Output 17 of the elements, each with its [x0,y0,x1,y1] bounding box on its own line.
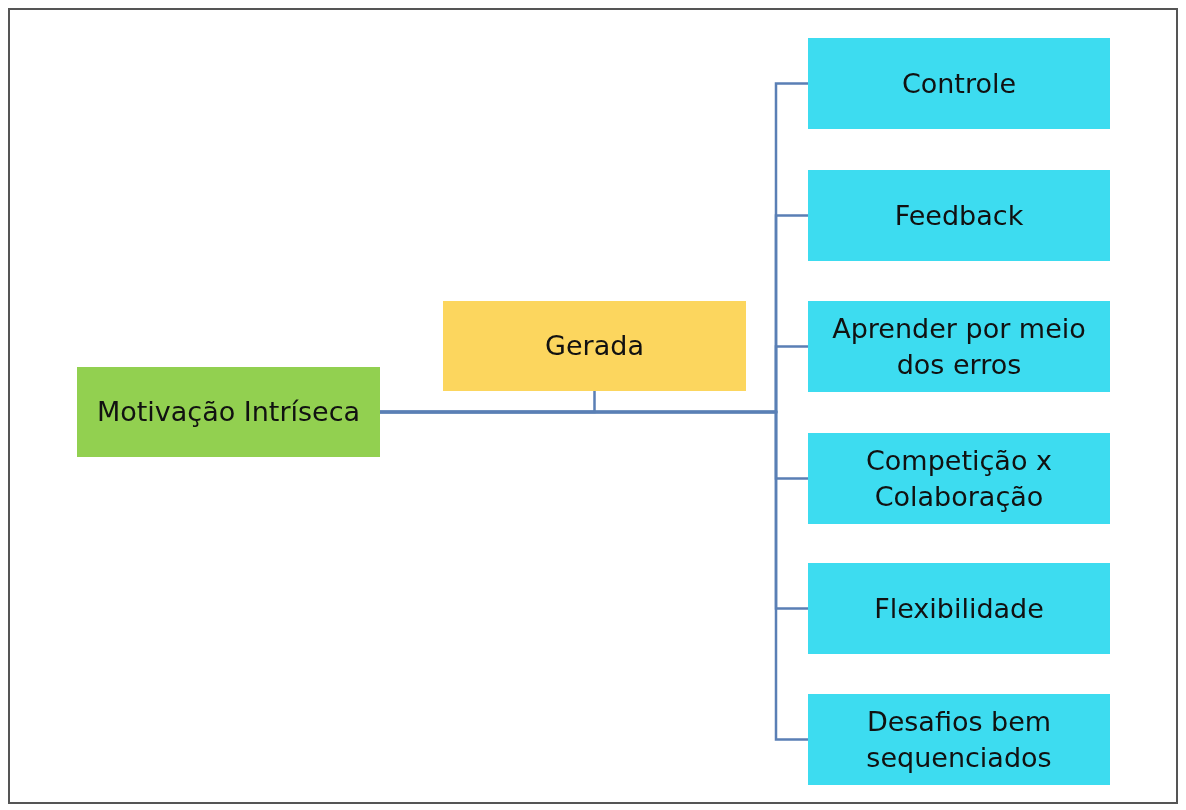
branch-box [808,433,1110,524]
box-label: Aprender por meio dos erros [831,312,1087,382]
branch-box [808,38,1110,129]
box-label: Motivação Intríseca [96,395,361,430]
connector-line [380,410,808,741]
box-label: Desafios bem sequenciados [865,705,1053,775]
box-label: Feedback [894,198,1024,233]
box-label: Gerada [545,329,644,364]
branch-box [808,301,1110,392]
box-label: Flexibilidade [874,591,1044,626]
branch-box [808,563,1110,654]
branch-box [808,170,1110,261]
branch-box [808,694,1110,785]
box-label: Competição x Colaboração [865,444,1053,514]
root-box [77,367,380,457]
box-label: Controle [901,66,1017,101]
branch-box [443,301,746,391]
